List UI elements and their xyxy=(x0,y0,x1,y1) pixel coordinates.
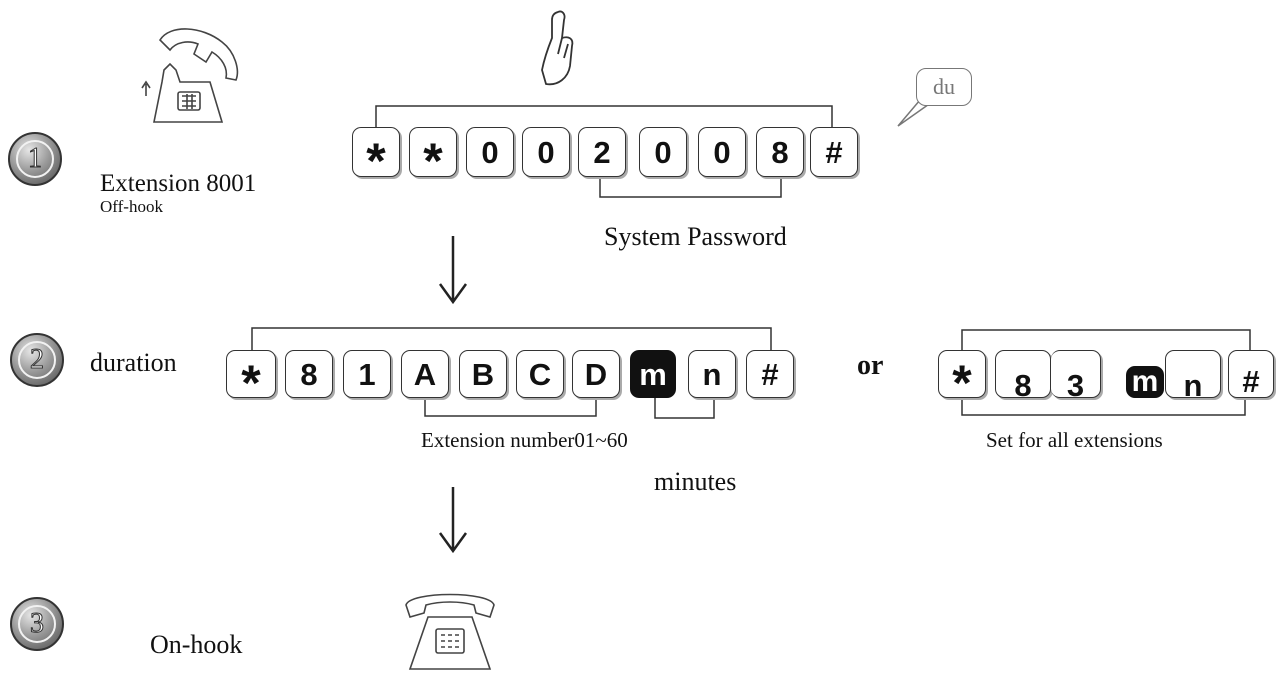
key-m-alt: m xyxy=(1126,366,1164,398)
step-1-badge: 1 xyxy=(8,132,62,186)
pointing-hand-icon xyxy=(541,10,574,86)
key-star-1: * xyxy=(352,127,400,186)
alt-bottom-bracket xyxy=(961,398,1246,416)
key-star-2: * xyxy=(409,127,457,186)
speech-bubble: du xyxy=(916,68,972,106)
step2-top-bracket xyxy=(251,327,772,350)
key-0-c: 0 xyxy=(639,127,687,177)
step2-label: duration xyxy=(90,348,177,377)
down-arrow-1 xyxy=(438,236,468,305)
minutes-label: minutes xyxy=(654,467,737,496)
key-8: 8 xyxy=(756,127,804,177)
key-star-3: * xyxy=(226,350,276,408)
or-label: or xyxy=(857,350,884,381)
key-hash-alt: # xyxy=(1228,350,1274,398)
key-8-alt: 8 xyxy=(995,350,1051,401)
system-password-bracket xyxy=(599,178,782,198)
key-0-b: 0 xyxy=(522,127,570,177)
extension-number-bracket xyxy=(424,398,597,417)
key-A: A xyxy=(401,350,449,398)
phone-on-hook-icon xyxy=(405,593,495,670)
key-n-alt: n xyxy=(1165,350,1221,401)
phone-off-hook-icon xyxy=(141,28,239,123)
key-C: C xyxy=(516,350,564,398)
key-hash-1: # xyxy=(810,127,858,177)
key-8-b: 8 xyxy=(285,350,333,398)
key-3-alt: 3 xyxy=(1051,350,1101,401)
step-3-badge: 3 xyxy=(10,597,64,651)
step1-label: Extension 8001 xyxy=(100,170,257,197)
key-B: B xyxy=(459,350,507,398)
bubble-tail xyxy=(897,99,933,127)
step1-sublabel: Off-hook xyxy=(100,197,163,216)
step3-label: On-hook xyxy=(150,630,243,659)
step1-top-bracket xyxy=(375,105,833,127)
key-star-alt: * xyxy=(938,350,986,408)
key-2: 2 xyxy=(578,127,626,177)
key-0-a: 0 xyxy=(466,127,514,177)
step-1-number: 1 xyxy=(16,140,54,178)
key-n: n xyxy=(688,350,736,398)
step-2-number: 2 xyxy=(18,341,56,379)
down-arrow-2 xyxy=(438,487,468,554)
key-0-d: 0 xyxy=(698,127,746,177)
key-m: m xyxy=(630,350,676,398)
key-D: D xyxy=(572,350,620,398)
step-3-number: 3 xyxy=(18,605,56,643)
key-hash-2: # xyxy=(746,350,794,398)
extension-number-label: Extension number01~60 xyxy=(421,428,628,452)
key-1: 1 xyxy=(343,350,391,398)
alt-top-bracket xyxy=(961,329,1251,352)
system-password-label: System Password xyxy=(604,222,787,251)
minutes-bracket xyxy=(654,398,715,419)
step-2-badge: 2 xyxy=(10,333,64,387)
set-for-all-label: Set for all extensions xyxy=(986,428,1163,452)
